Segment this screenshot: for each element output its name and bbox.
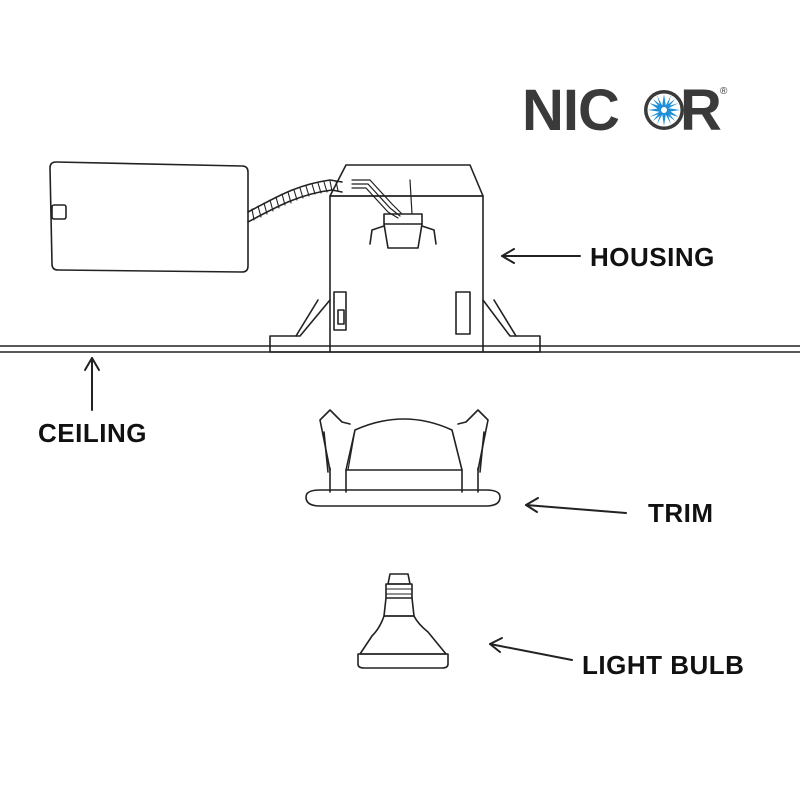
logo-text-nic: NIC xyxy=(522,78,620,143)
ceiling-lines xyxy=(0,345,800,353)
arrow-ceiling xyxy=(84,357,100,411)
registered-mark: ® xyxy=(720,86,728,97)
arrow-housing xyxy=(501,248,581,264)
trim xyxy=(305,409,501,507)
label-light-bulb: LIGHT BULB xyxy=(582,650,745,680)
logo-text-r: R xyxy=(680,78,722,143)
junction-box xyxy=(49,161,249,273)
arrow-light-bulb xyxy=(489,637,573,661)
label-ceiling: CEILING xyxy=(38,418,147,448)
nicor-logo: NIC R ® xyxy=(522,80,732,142)
label-housing: HOUSING xyxy=(590,242,715,272)
housing xyxy=(269,164,541,353)
label-trim: TRIM xyxy=(648,498,714,528)
light-bulb xyxy=(357,573,449,669)
flexible-conduit xyxy=(247,179,343,223)
starburst-icon xyxy=(644,90,684,130)
arrow-trim xyxy=(525,497,627,514)
